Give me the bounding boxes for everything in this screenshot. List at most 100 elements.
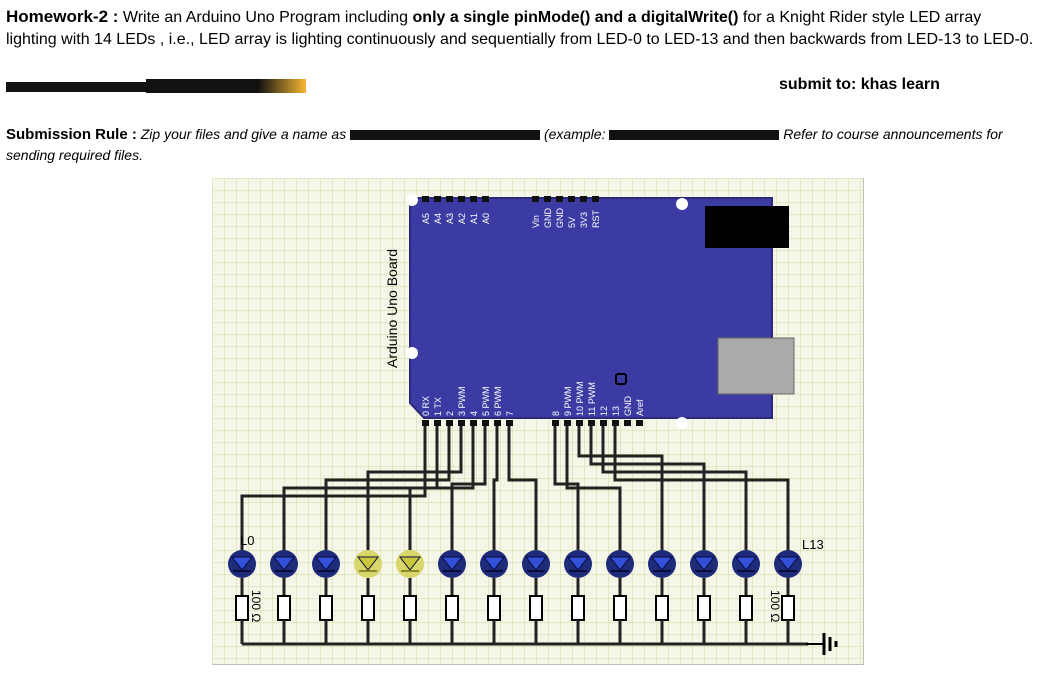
- digital-pin: [624, 420, 631, 426]
- resistor-array: [235, 578, 808, 646]
- wire: [577, 426, 664, 550]
- redaction-bar: [350, 130, 541, 141]
- digital-pin: [482, 420, 489, 426]
- digital-pin: [458, 420, 465, 426]
- resistor: [781, 595, 795, 621]
- redaction-bar: [146, 79, 306, 93]
- resistor: [655, 595, 669, 621]
- digital-pin: [470, 420, 477, 426]
- power-pin: [556, 196, 563, 202]
- led-diode-icon: [482, 556, 506, 571]
- digital-pin-label: 5 PWM: [481, 386, 491, 416]
- wire: [366, 426, 463, 550]
- resistor: [613, 595, 627, 621]
- led-array: [228, 550, 802, 578]
- redacted-line: [6, 76, 1034, 98]
- submission-rule: Submission Rule : Zip your files and giv…: [6, 124, 1036, 166]
- digital-pin: [600, 420, 607, 426]
- digital-pin: [506, 420, 513, 426]
- wires: [240, 426, 790, 550]
- resistor-label-right: 100 Ω: [768, 590, 782, 622]
- led-diode-icon: [566, 556, 590, 571]
- digital-pin-label: 11 PWM: [587, 382, 597, 416]
- digital-pin-label: 1 TX: [433, 397, 443, 416]
- analog-pin-label: A3: [445, 213, 455, 224]
- digital-pin: [552, 420, 559, 426]
- analog-pin-label: A0: [481, 213, 491, 224]
- digital-pin-label: 10 PWM: [575, 381, 585, 416]
- power-pin-label: 5V: [567, 217, 577, 228]
- resistor: [697, 595, 711, 621]
- homework-rest: for a Knight Rider style LED array light…: [6, 9, 1034, 48]
- wire: [565, 426, 622, 550]
- analog-pin: [458, 196, 465, 202]
- mounting-hole: [676, 417, 688, 429]
- digital-pin-label: 7: [505, 411, 515, 416]
- analog-pin-label: A1: [469, 213, 479, 224]
- led-diode-icon: [314, 556, 338, 571]
- led-diode-icon: [650, 556, 674, 571]
- digital-pin: [446, 420, 453, 426]
- resistor: [319, 595, 333, 621]
- analog-pin-label: A2: [457, 213, 467, 224]
- digital-pin-label: 13: [611, 406, 621, 416]
- wire: [601, 426, 748, 550]
- digital-pin: [422, 420, 429, 426]
- analog-pin: [470, 196, 477, 202]
- resistor: [235, 595, 249, 621]
- analog-pin: [482, 196, 489, 202]
- digital-pin: [494, 420, 501, 426]
- power-pin: [580, 196, 587, 202]
- digital-pin-label: 2: [445, 411, 455, 416]
- analog-pin: [422, 196, 429, 202]
- digital-pin: [434, 420, 441, 426]
- digital-pin-label: 12: [599, 406, 609, 416]
- homework-heading: Homework-2 :: [6, 7, 119, 26]
- resistor-label-left: 100 Ω: [249, 590, 263, 622]
- led-first-label: L0: [240, 533, 254, 548]
- power-jack: [705, 206, 789, 248]
- wire: [492, 426, 499, 550]
- resistor: [571, 595, 585, 621]
- led-indicator: [615, 373, 627, 385]
- power-pin: [544, 196, 551, 202]
- led-diode-icon: [524, 556, 548, 571]
- led-diode-icon: [734, 556, 758, 571]
- led-diode-icon: [230, 556, 254, 571]
- wire: [613, 426, 790, 550]
- digital-pin-label: GND: [623, 396, 633, 417]
- board-label: Arduino Uno Board: [384, 249, 400, 368]
- redaction-bar: [6, 82, 146, 92]
- resistor: [361, 595, 375, 621]
- wire: [450, 426, 487, 550]
- power-pin-label: GND: [555, 208, 565, 229]
- digital-pin-label: Aref: [635, 399, 645, 416]
- led-diode-icon: [776, 556, 800, 571]
- power-pin: [568, 196, 575, 202]
- homework-intro: Write an Arduino Uno Program including: [122, 9, 409, 26]
- resistor: [277, 595, 291, 621]
- digital-pin-label: 9 PWM: [563, 386, 573, 416]
- power-pin: [592, 196, 599, 202]
- wire: [282, 426, 439, 550]
- power-pin-label: 3V3: [579, 212, 589, 228]
- analog-pin: [446, 196, 453, 202]
- resistor: [403, 595, 417, 621]
- usb-connector: [717, 337, 795, 395]
- digital-pin-label: 8: [551, 411, 561, 416]
- rule-part3: Refer to course announcements for sendin…: [6, 126, 1003, 163]
- digital-pin-label: 6 PWM: [493, 386, 503, 416]
- redaction-bar: [609, 130, 780, 141]
- digital-pin: [588, 420, 595, 426]
- homework-bold: only a single pinMode() and a digitalWri…: [412, 9, 739, 26]
- power-pin-label: Vin: [531, 215, 541, 228]
- digital-pin-label: 3 PWM: [457, 386, 467, 416]
- rule-part1: Zip your files and give a name as: [140, 126, 347, 142]
- submit-note: submit to: khas learn: [779, 76, 940, 93]
- led-diode-icon: [440, 556, 464, 571]
